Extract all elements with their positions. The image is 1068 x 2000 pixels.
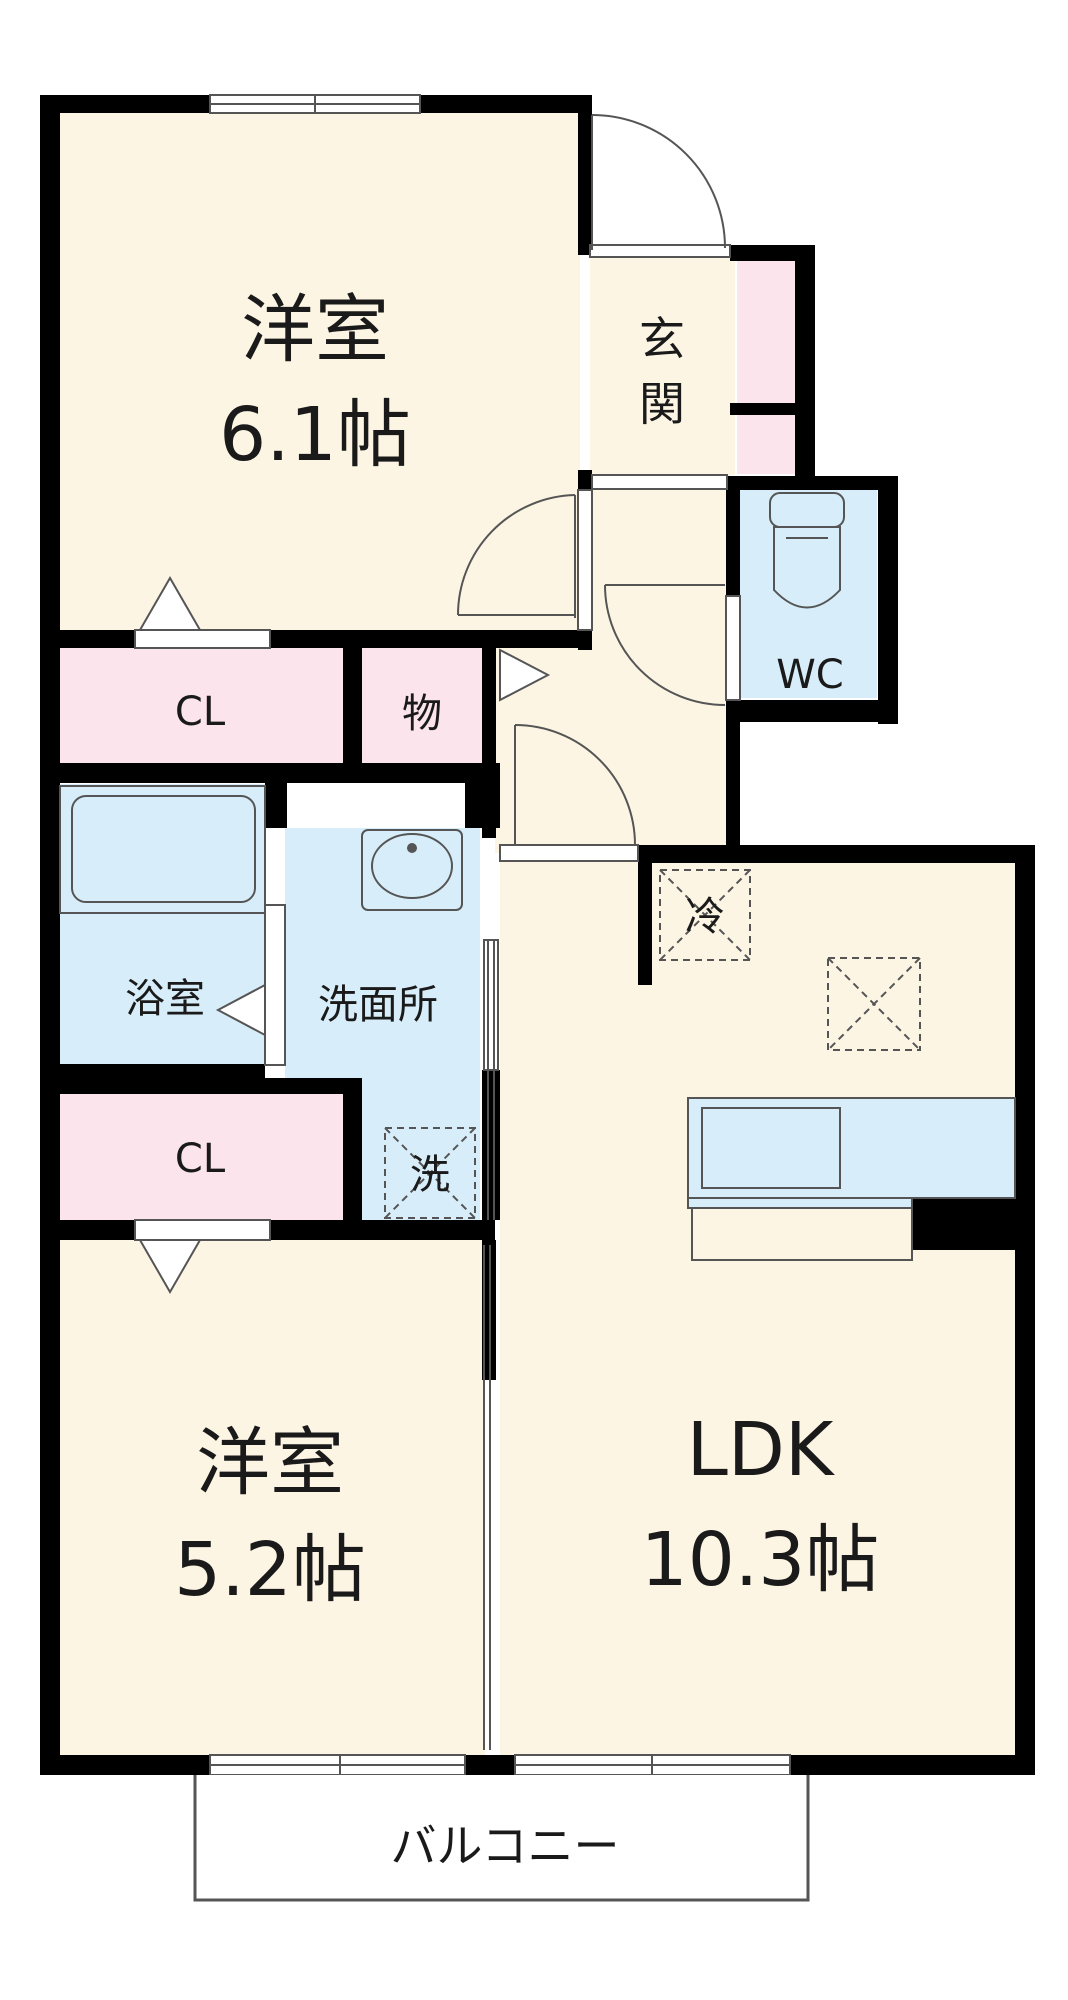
shoebox-lower [737, 410, 797, 474]
room-western-1-name: 洋室 [241, 287, 389, 373]
entrance-label-1: 玄 [639, 312, 685, 366]
washer-space [384, 1127, 476, 1219]
closet-2-label: CL [175, 1136, 226, 1182]
bathtub-icon [59, 785, 266, 914]
ldk-floor [500, 860, 1015, 1755]
closet-1-floor [60, 648, 343, 763]
door-swings [457, 114, 726, 1750]
fridge-space [659, 869, 751, 961]
room-western-2-floor [55, 1240, 485, 1760]
washer-label: 洗 [410, 1152, 450, 1198]
room-western-1-floor [50, 110, 580, 630]
room-western-2-name: 洋室 [196, 1420, 344, 1506]
room-western-1-size: 6.1帖 [219, 392, 411, 478]
toilet-icon [769, 492, 845, 609]
washroom-label: 洗面所 [318, 982, 438, 1028]
room-western-2-size: 5.2帖 [174, 1527, 366, 1613]
triangle-markers [138, 575, 551, 1295]
storage-floor [362, 648, 482, 763]
range-hood [827, 957, 921, 1051]
storage-label: 物 [402, 691, 442, 737]
ldk-size: 10.3帖 [641, 1517, 880, 1603]
balcony-outline [193, 1775, 810, 1902]
ldk-name: LDK [687, 1407, 836, 1493]
door-gaps [134, 244, 741, 1241]
entrance-floor [590, 255, 735, 475]
shoebox-upper [737, 258, 797, 406]
fridge-label: 冷 [685, 894, 725, 940]
wc-label: WC [776, 652, 843, 698]
bath-label: 浴室 [125, 976, 205, 1022]
entrance-label-2: 関 [639, 377, 685, 431]
sink-icon [361, 829, 463, 911]
closet-2-floor [60, 1092, 343, 1220]
kitchen-sink-icon [687, 1097, 1016, 1261]
closet-1-label: CL [175, 689, 226, 735]
balcony-label: バルコニー [390, 1819, 619, 1873]
